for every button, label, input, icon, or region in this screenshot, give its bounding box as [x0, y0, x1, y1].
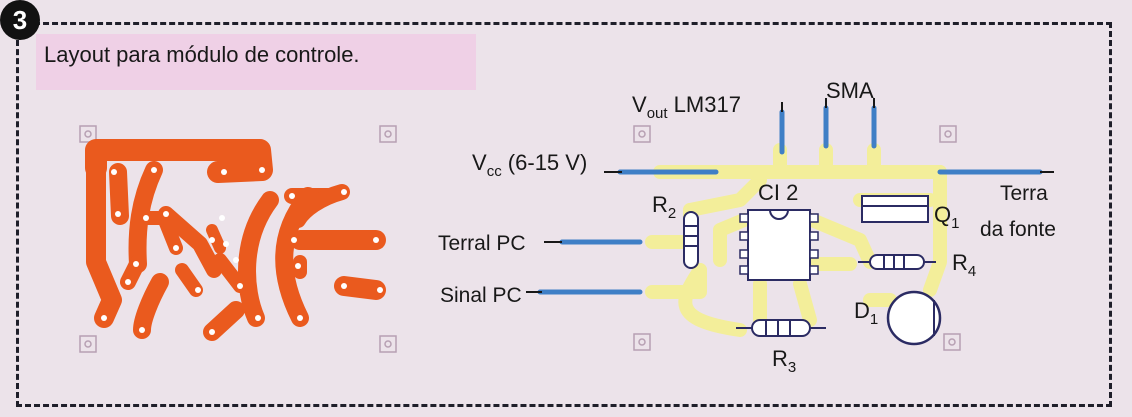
component-layout: Vout LM317 SMA Vcc (6-15 V) CI 2 R2 Q1 T…	[438, 78, 1056, 376]
component-corner-marks	[633, 125, 961, 351]
wire-leads	[526, 98, 1054, 293]
label-vout: Vout LM317	[632, 92, 741, 122]
label-sinal-pc: Sinal PC	[440, 284, 522, 307]
label-d1: D1	[854, 298, 878, 328]
led-d1	[886, 290, 942, 346]
pcb-pads	[101, 167, 383, 335]
label-ci2: CI 2	[758, 180, 798, 205]
wires	[537, 105, 1043, 295]
ic-ci2	[739, 209, 819, 281]
label-r3: R3	[772, 346, 796, 376]
resistor-r3	[736, 319, 826, 337]
resistor-r4	[858, 254, 936, 270]
pcb-traces	[85, 139, 386, 341]
label-terra: Terra	[1000, 182, 1048, 205]
transistor-q1	[861, 195, 929, 223]
label-vcc: Vcc (6-15 V)	[472, 150, 587, 180]
figure-number-badge: 3	[0, 0, 40, 40]
resistor-r2	[683, 211, 699, 269]
figure-caption: Layout para módulo de controle.	[44, 42, 360, 67]
label-da-fonte: da fonte	[980, 218, 1056, 241]
label-r2: R2	[652, 192, 676, 222]
label-sma: SMA	[826, 78, 874, 103]
caption-box	[36, 34, 476, 90]
pcb-copper-layout	[79, 125, 397, 353]
label-r4: R4	[952, 250, 976, 280]
label-terral-pc: Terral PC	[438, 232, 526, 255]
pcb-corner-marks	[79, 125, 397, 353]
label-q1: Q1	[934, 202, 959, 232]
